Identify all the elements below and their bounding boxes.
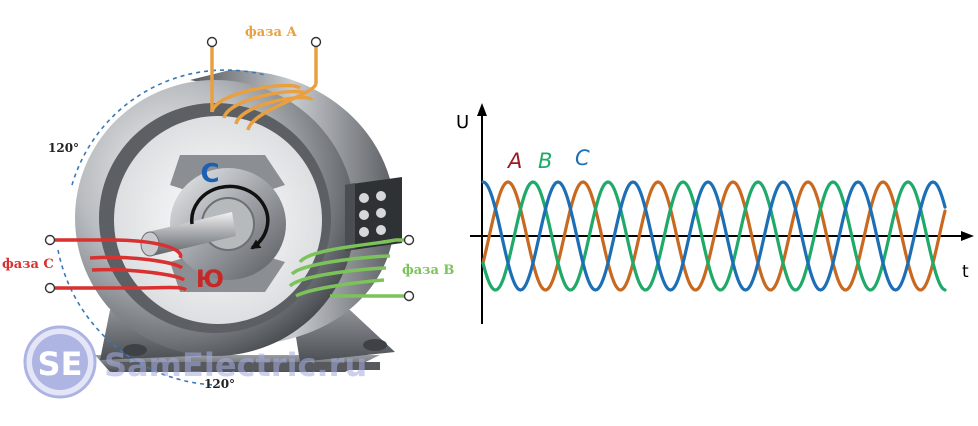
se-badge-icon: SE [23,325,97,399]
watermark: SE SamElectric.ru [23,325,367,399]
phase-c-coil [44,234,188,294]
wave-phase-c [481,180,947,292]
phase-b-label: фаза В [402,263,454,278]
phase-a-coil [206,36,322,131]
y-axis-arrow [477,103,487,116]
series-label-c: C [575,146,590,170]
phase-b-coil [288,234,415,302]
angle-arcs [57,69,266,386]
watermark-badge-text: SE [38,345,83,383]
phase-c-label: фаза С [2,257,54,272]
motor-body-side [190,70,395,345]
rotation-arrow-icon [190,184,270,250]
y-axis-label: U [456,112,469,133]
terminal-box-icon [345,177,402,251]
angle-label-bottom: 120° [204,377,235,391]
x-axis-label: t [962,262,969,282]
watermark-text: SamElectric.ru [104,346,367,384]
phase-a-label: фаза А [245,25,297,40]
phase-voltage-graph: U t A B C [456,103,974,324]
series-label-a: A [506,149,522,173]
wave-phase-b [481,180,947,292]
series-label-b: B [538,149,552,173]
motor-illustration: С Ю [2,25,454,391]
x-axis-arrow [961,231,974,241]
wave-phase-a [481,180,947,292]
angle-label-top: 120° [48,141,79,155]
pole-north-label: С [200,159,219,189]
pole-south-label: Ю [196,265,224,293]
